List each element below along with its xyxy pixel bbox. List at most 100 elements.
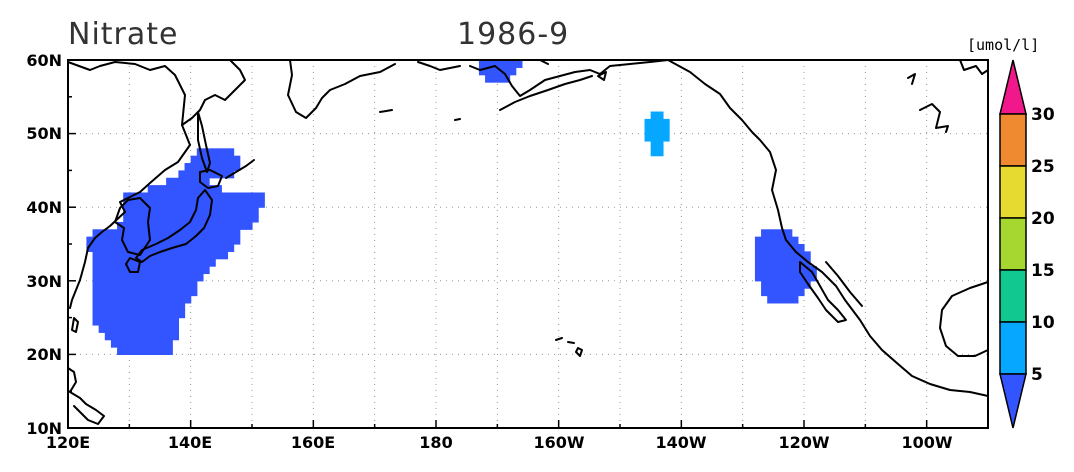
nitrate-cell-bering <box>485 74 511 83</box>
lat-label-10n: 10N <box>26 419 62 438</box>
nitrate-cell-nw-pacific <box>123 199 265 208</box>
title-period: 1986-9 <box>457 17 569 52</box>
nitrate-cell-nw-pacific <box>184 163 241 171</box>
coast-okhotsk <box>181 59 246 126</box>
title-variable: Nitrate <box>68 17 178 52</box>
lon-label-140e: 140E <box>168 433 212 452</box>
nitrate-cell-gulf-alaska <box>650 148 664 157</box>
nitrate-cell-gulf-alaska <box>650 111 664 120</box>
colorbar-unit: [umol/l] <box>967 36 1039 54</box>
lon-label-180: 180 <box>419 433 452 452</box>
nitrate-cell-nw-pacific <box>92 288 198 297</box>
nitrate-cell-nw-pacific <box>92 295 192 304</box>
coast-asia <box>67 61 191 309</box>
coast-aleutians <box>417 61 461 71</box>
colorbar-label-10: 10 <box>1031 313 1055 333</box>
coast-korea <box>114 197 151 256</box>
nitrate-cell-nw-pacific <box>92 229 241 238</box>
nitrate-cell-california <box>754 266 817 275</box>
nitrate-cell-nw-pacific <box>92 266 210 275</box>
nitrate-cell-california <box>761 288 805 297</box>
lon-label-100w: 100W <box>901 433 952 452</box>
nitrate-cell-california <box>754 244 805 252</box>
coast-hawaii <box>555 337 583 357</box>
coast-alaska <box>469 59 669 97</box>
coast-philippines <box>67 367 105 425</box>
nitrate-cell-nw-pacific <box>123 207 259 216</box>
lon-label-120e: 120E <box>46 433 90 452</box>
coast-kuril <box>225 159 255 179</box>
nitrate-cell-california <box>761 229 793 238</box>
colorbar-label-5: 5 <box>1031 365 1043 385</box>
coast-sakhalin <box>197 111 211 173</box>
nitrate-cell-gulf-alaska <box>650 140 664 149</box>
lat-label-30n: 30N <box>26 272 62 291</box>
colorbar-bottom-triangle <box>999 373 1027 429</box>
nitrate-cell-gulf-alaska <box>644 133 670 142</box>
colorbar-swatch-10-15 <box>999 269 1027 323</box>
lon-label-140w: 140W <box>655 433 706 452</box>
nitrate-cell-nw-pacific <box>92 317 179 326</box>
nitrate-cell-nw-pacific <box>196 148 235 157</box>
nitrate-cell-nw-pacific <box>92 302 186 311</box>
coast-kyushu <box>125 257 141 273</box>
lat-label-50n: 50N <box>26 124 62 143</box>
nitrate-cell-california <box>754 258 811 267</box>
lon-label-160e: 160E <box>291 433 335 452</box>
colorbar-label-25: 25 <box>1031 157 1055 177</box>
nitrate-cell-nw-pacific <box>147 185 222 194</box>
map-panel <box>67 59 989 429</box>
coast-north-america <box>667 59 989 397</box>
lat-axis-labels: 10N 20N 30N 40N 50N 60N <box>26 51 62 438</box>
gridlines <box>68 60 988 428</box>
colorbar-top-triangle <box>999 59 1027 115</box>
nitrate-cell-bering <box>478 60 523 68</box>
nitrate-cell-nw-pacific <box>98 324 179 333</box>
nitrate-cell-california <box>767 295 799 304</box>
nitrate-cell-gulf-alaska <box>644 118 670 127</box>
nitrate-cell-nw-pacific <box>110 339 173 348</box>
lon-axis-labels: 120E 140E 160E 180 160W 140W 120W 100W <box>46 433 953 452</box>
colorbar-swatch-5-10 <box>999 321 1027 375</box>
nitrate-cell-nw-pacific <box>178 170 235 179</box>
coast-hokkaido <box>199 169 223 189</box>
colorbar: [umol/l] 30 25 20 15 10 5 <box>967 36 1055 429</box>
coastlines <box>67 59 989 425</box>
lon-label-160w: 160W <box>533 433 584 452</box>
nitrate-cell-nw-pacific <box>92 258 216 267</box>
lat-label-60n: 60N <box>26 51 62 70</box>
nitrate-cell-california <box>754 273 817 282</box>
coast-alaska-peninsula <box>499 75 593 111</box>
axis-ticks <box>67 59 989 429</box>
colorbar-swatch-20-25 <box>999 165 1027 219</box>
nitrate-cell-nw-pacific <box>92 310 186 319</box>
lon-label-120w: 120W <box>778 433 829 452</box>
colorbar-swatch-25-30 <box>999 113 1027 167</box>
nitrate-cell-nw-pacific <box>92 251 229 260</box>
nitrate-cell-nw-pacific <box>166 177 210 186</box>
nitrate-cell-california <box>754 251 811 260</box>
coast-baja <box>799 261 847 323</box>
lat-label-40n: 40N <box>26 198 62 217</box>
nitrate-cell-nw-pacific <box>190 155 241 164</box>
colorbar-label-30: 30 <box>1031 105 1055 125</box>
coast-mexico-gulf <box>939 281 989 357</box>
nitrate-cell-nw-pacific <box>117 347 173 355</box>
coast-gulf-california <box>825 261 863 307</box>
nitrate-cell-california <box>754 236 799 245</box>
coast-canada-inland <box>907 59 989 133</box>
nitrate-cell-nw-pacific <box>104 332 179 341</box>
coast-honshu <box>135 189 213 263</box>
lat-label-20n: 20N <box>26 345 62 364</box>
coast-kamchatka <box>287 59 396 119</box>
nitrate-cell-nw-pacific <box>92 280 198 289</box>
nitrate-cell-bering <box>478 67 517 76</box>
colorbar-label-20: 20 <box>1031 209 1055 229</box>
nitrate-cell-nw-pacific <box>92 273 204 282</box>
nitrate-cell-nw-pacific <box>86 244 235 252</box>
colorbar-label-15: 15 <box>1031 261 1055 281</box>
coast-kodiak <box>597 71 607 81</box>
nitrate-cell-nw-pacific <box>123 192 265 201</box>
nitrate-cell-california <box>761 280 811 289</box>
